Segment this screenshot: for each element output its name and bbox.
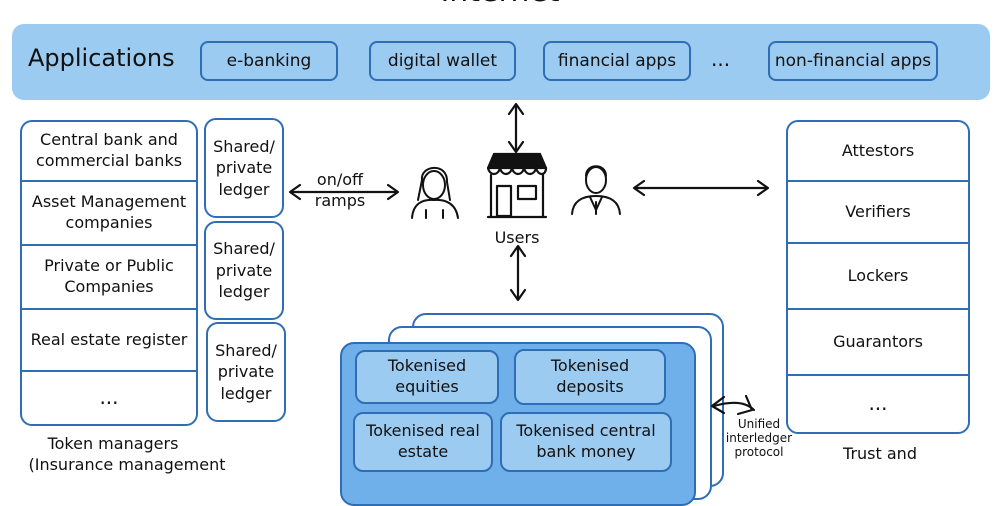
- ledger-box-3: Shared/ private ledger: [206, 322, 286, 422]
- arrow-users-tokens: [509, 244, 527, 302]
- ledger-box-2: Shared/ private ledger: [204, 221, 284, 320]
- trust-caption: Trust and: [843, 444, 917, 463]
- tm-real-estate-register: Real estate register: [30, 329, 188, 349]
- store-icon: [486, 152, 548, 219]
- applications-label: Applications: [28, 44, 175, 72]
- trust-guarantors: Guarantors: [833, 331, 923, 351]
- arrow-ramps: [288, 183, 400, 201]
- connectors-layer: [288, 102, 770, 416]
- tm-ellipsis: ...: [99, 385, 119, 409]
- app-ellipsis: ...: [711, 47, 731, 71]
- app-non-financial-apps: non-financial apps: [768, 41, 938, 81]
- arrow-protocol: [710, 394, 756, 416]
- token-central-bank-money: Tokenised central bank money: [500, 412, 672, 472]
- tm-asset-management: Asset Management companies: [31, 192, 187, 232]
- trust-stack: Attestors Verifiers Lockers Guarantors .…: [786, 120, 970, 434]
- tm-companies: Private or Public Companies: [44, 256, 174, 296]
- trust-lockers: Lockers: [847, 265, 909, 285]
- trust-verifiers: Verifiers: [845, 201, 911, 221]
- token-managers-stack: Central bank and commercial banks Asset …: [20, 120, 198, 426]
- arrow-apps-users: [507, 102, 525, 154]
- ledger-box-1: Shared/ private ledger: [204, 118, 284, 218]
- protocol-label: Unified interledger protocol: [725, 417, 793, 459]
- tm-central-banks: Central bank and commercial banks: [35, 130, 183, 170]
- app-e-banking: e-banking: [200, 41, 338, 81]
- token-equities: Tokenised equities: [355, 350, 499, 404]
- trust-attestors: Attestors: [841, 140, 915, 160]
- user-man-icon: [571, 165, 621, 215]
- token-real-estate: Tokenised real estate: [353, 412, 493, 472]
- page-title: Internet: [0, 0, 1000, 9]
- app-financial-apps: financial apps: [543, 41, 691, 81]
- token-deposits: Tokenised deposits: [514, 349, 666, 405]
- user-woman-icon: [411, 166, 459, 219]
- users-label: Users: [494, 228, 540, 247]
- app-digital-wallet: digital wallet: [369, 41, 516, 81]
- arrow-users-trust: [632, 179, 770, 197]
- ramps-label: on/off ramps: [314, 170, 366, 210]
- trust-ellipsis: ...: [868, 391, 888, 415]
- token-managers-caption: Token managers: [47, 434, 179, 453]
